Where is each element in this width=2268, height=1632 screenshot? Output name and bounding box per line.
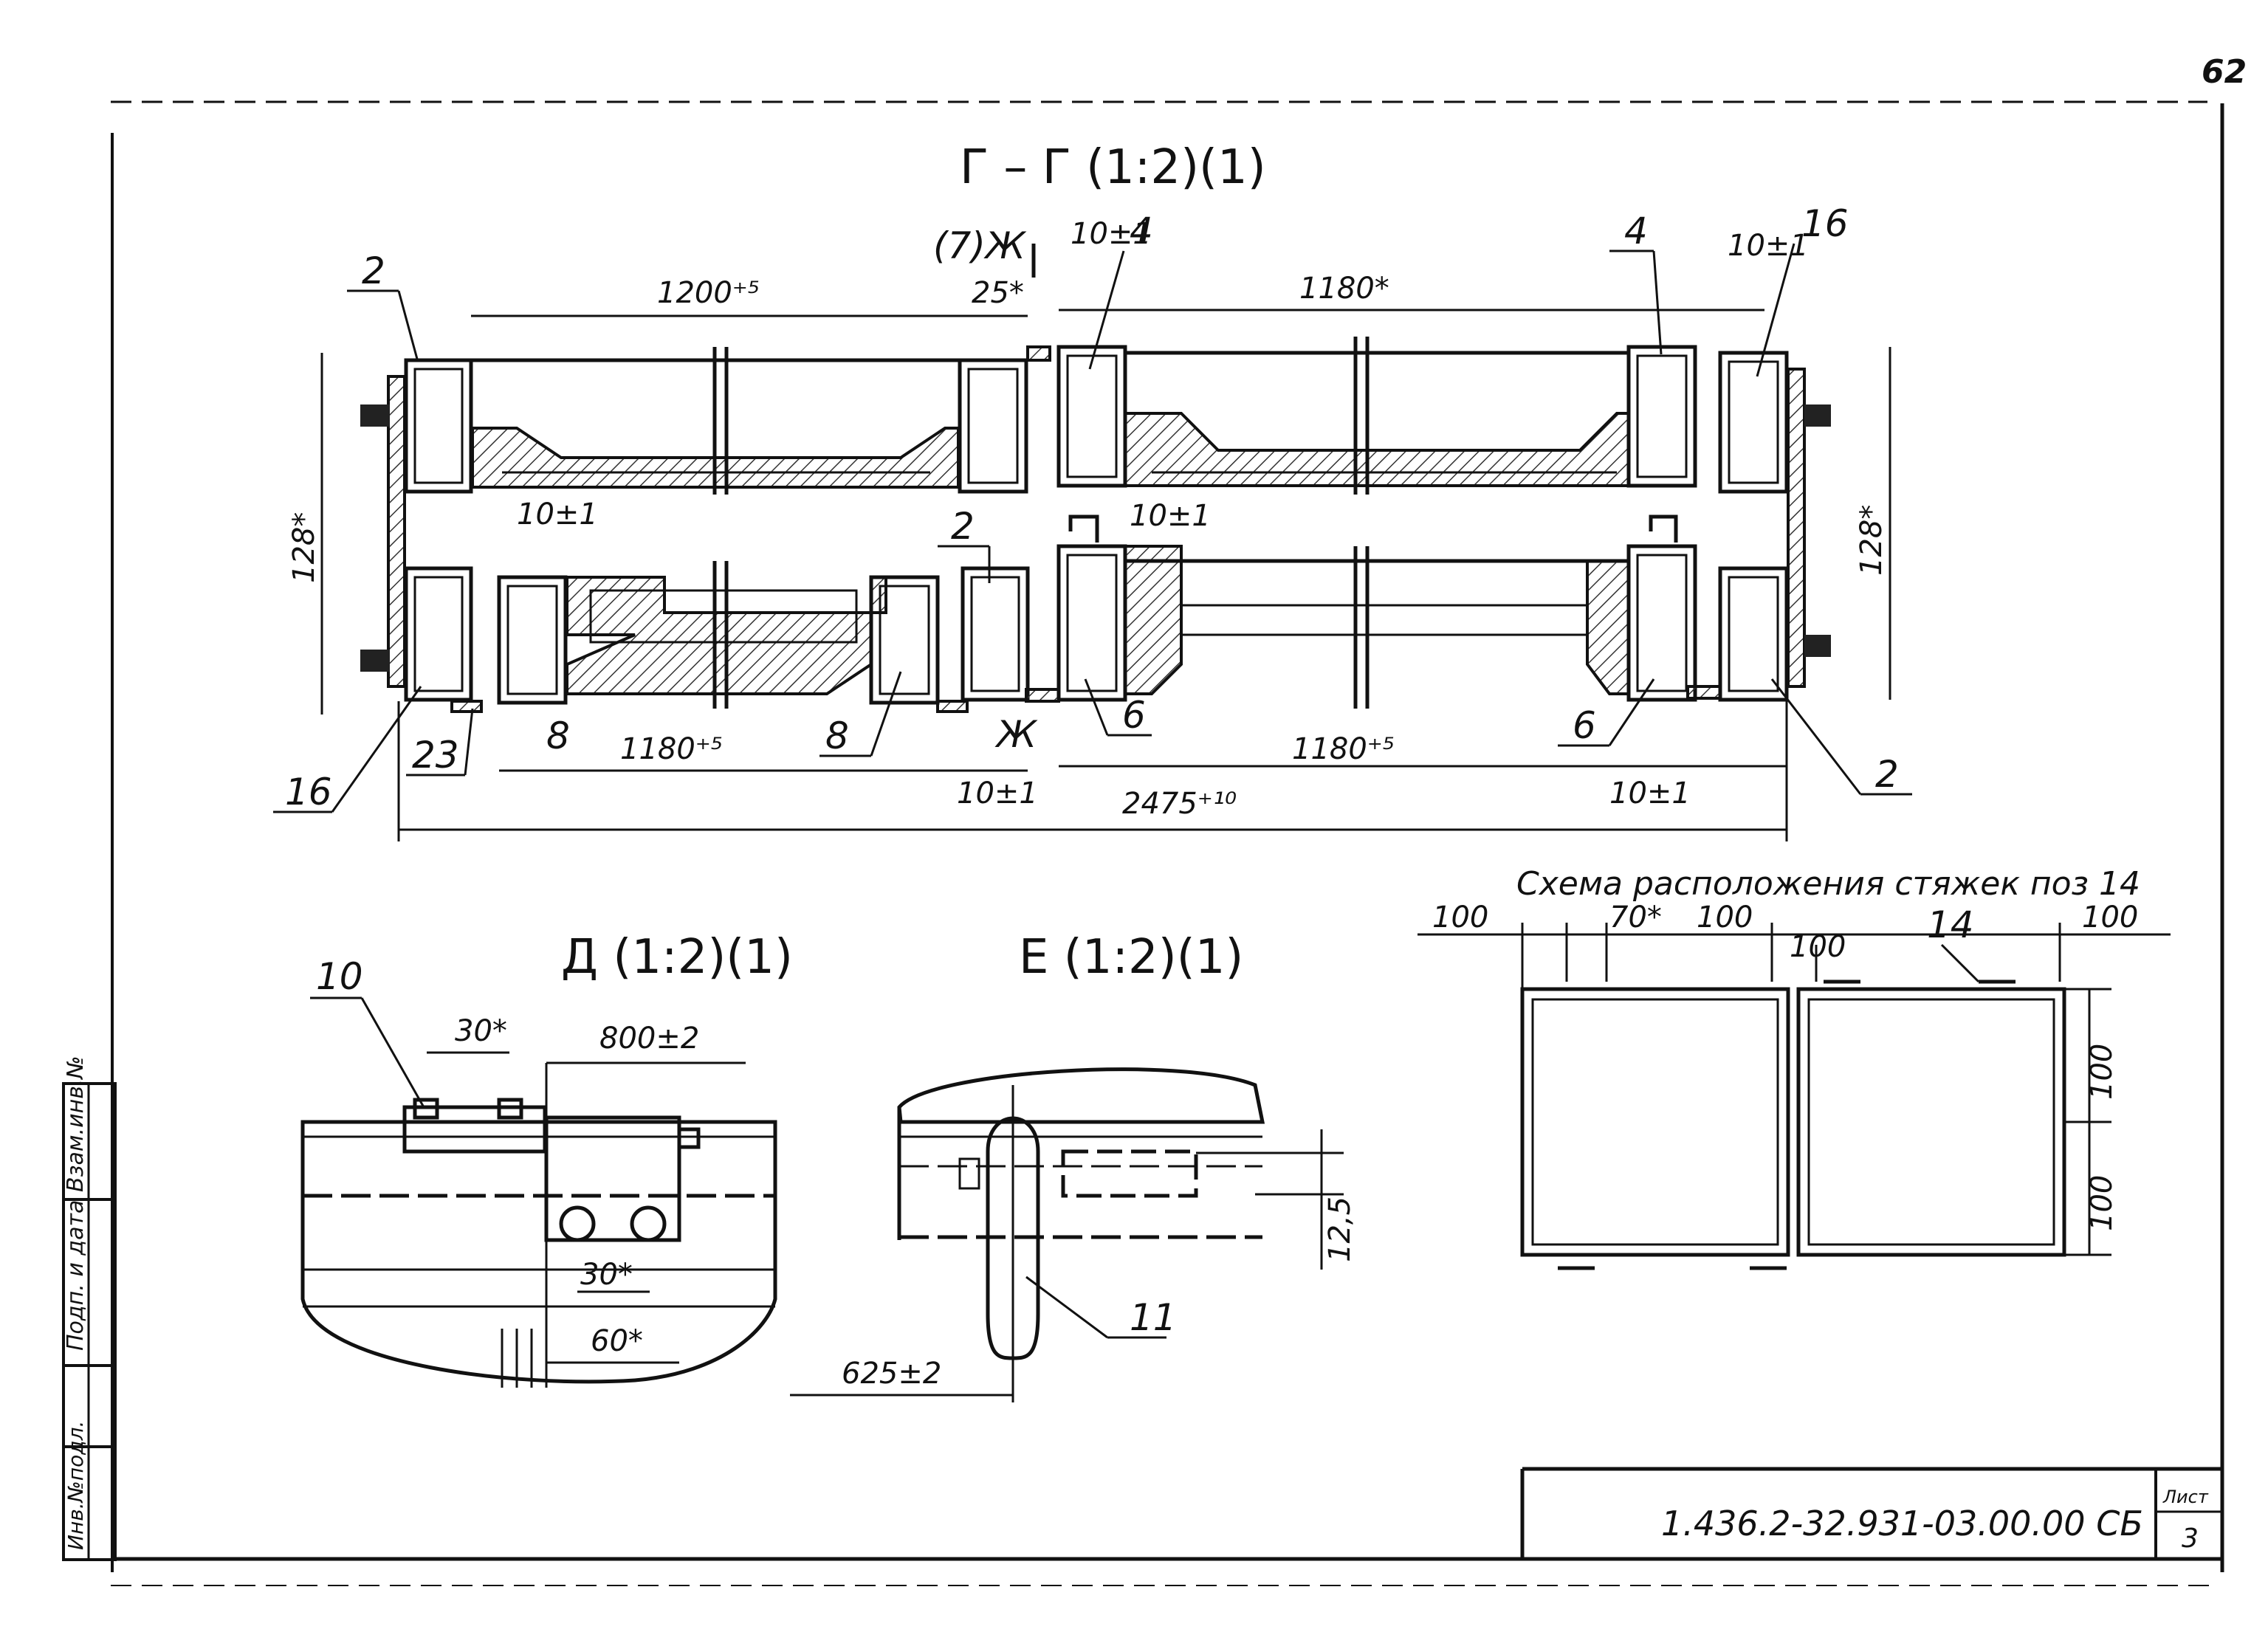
dim-25: 25* <box>972 276 1024 310</box>
dim-2475: 2475⁺¹⁰ <box>1122 787 1237 821</box>
title-block: 1.436.2-32.931-03.00.00 СБ Лист 3 <box>1520 1467 2222 1559</box>
scheme-title: Схема расположения стяжек поз 14 <box>1516 865 2140 903</box>
dim-60: 60* <box>591 1324 643 1358</box>
sheet-number: 3 <box>2182 1523 2199 1554</box>
stamp-inv: Инв.№подл. <box>63 1421 88 1550</box>
pos-2-middle: 2 <box>951 505 975 548</box>
scheme-dim-100-b: 100 <box>1697 901 1753 934</box>
dim-1180-right: 1180⁺⁵ <box>1292 732 1395 766</box>
pos-6-left: 6 <box>1122 694 1146 737</box>
dim-10-f: 10±1 <box>1609 777 1691 810</box>
pos-11: 11 <box>1130 1296 1177 1339</box>
dim-1200: 1200⁺⁵ <box>657 276 760 310</box>
pos-16-bottom-left: 16 <box>285 771 332 813</box>
pos-2-top-left: 2 <box>362 249 385 292</box>
page-number: 62 <box>2202 53 2247 91</box>
dim-1180-left: 1180⁺⁵ <box>620 732 723 766</box>
scheme-dim-100-c: 100 <box>1790 930 1846 964</box>
dim-10-e: 10±1 <box>957 777 1038 810</box>
pos-14: 14 <box>1927 903 1974 946</box>
dim-128-right: 128* <box>1855 505 1889 576</box>
pos-6-right: 6 <box>1573 704 1596 747</box>
stamp-vzam: Взам.инв.№ <box>63 1056 89 1192</box>
marker-zh-top: (7)Ж <box>933 224 1027 267</box>
scheme-dim-100-v1: 100 <box>2085 1044 2119 1100</box>
dim-10-b: 10±1 <box>1728 229 1809 263</box>
sheet-label: Лист <box>2162 1487 2209 1507</box>
pos-4-right: 4 <box>1624 210 1648 252</box>
view-d-title: Д (1:2)(1) <box>561 930 793 985</box>
section-g-view: Г – Г (1:2)(1) <box>273 140 1912 841</box>
scheme-dim-100-d: 100 <box>2082 901 2138 934</box>
dim-1180-top: 1180* <box>1299 272 1389 306</box>
section-g-title: Г – Г (1:2)(1) <box>960 140 1266 195</box>
view-e-title: E (1:2)(1) <box>1019 930 1243 985</box>
dim-30-bottom: 30* <box>580 1258 633 1292</box>
pos-8-left: 8 <box>546 715 570 757</box>
scheme-dim-100-v2: 100 <box>2085 1175 2119 1231</box>
pos-2-right: 2 <box>1875 753 1899 796</box>
pos-23: 23 <box>412 734 459 777</box>
dim-625: 625±2 <box>842 1357 941 1391</box>
dim-10-d: 10±1 <box>1130 499 1211 533</box>
scheme-dim-70: 70* <box>1609 901 1662 934</box>
pos-4-left: 4 <box>1130 210 1153 252</box>
dim-12-5: 12,5 <box>1323 1197 1357 1262</box>
dim-800: 800±2 <box>599 1022 699 1056</box>
dim-10-a: 10±1 <box>1071 217 1152 251</box>
doc-code: 1.436.2-32.931-03.00.00 СБ <box>1661 1504 2143 1543</box>
sheet-frame <box>111 100 2224 1586</box>
marker-zh-bottom: Ж <box>994 713 1038 756</box>
scheme-dim-100-a: 100 <box>1432 901 1488 934</box>
dim-128-left: 128* <box>287 512 321 583</box>
view-e: E (1:2)(1) 12,5 11 625±2 <box>790 930 1357 1402</box>
dim-30-top: 30* <box>455 1014 507 1048</box>
pos-16-top-right: 16 <box>1801 202 1849 245</box>
view-d: Д (1:2)(1) 10 30* 800±2 30* 60* <box>300 930 793 1388</box>
stamp-podp: Подп. и дата <box>63 1200 89 1351</box>
pos-8-right: 8 <box>825 715 849 757</box>
side-stamp: Взам.инв.№ Подп. и дата Инв.№подл. <box>62 1056 117 1561</box>
dim-10-c: 10±1 <box>517 497 598 531</box>
pos-10: 10 <box>316 955 363 998</box>
tie-scheme: Схема расположения стяжек поз 14 100 70*… <box>1418 865 2171 1270</box>
